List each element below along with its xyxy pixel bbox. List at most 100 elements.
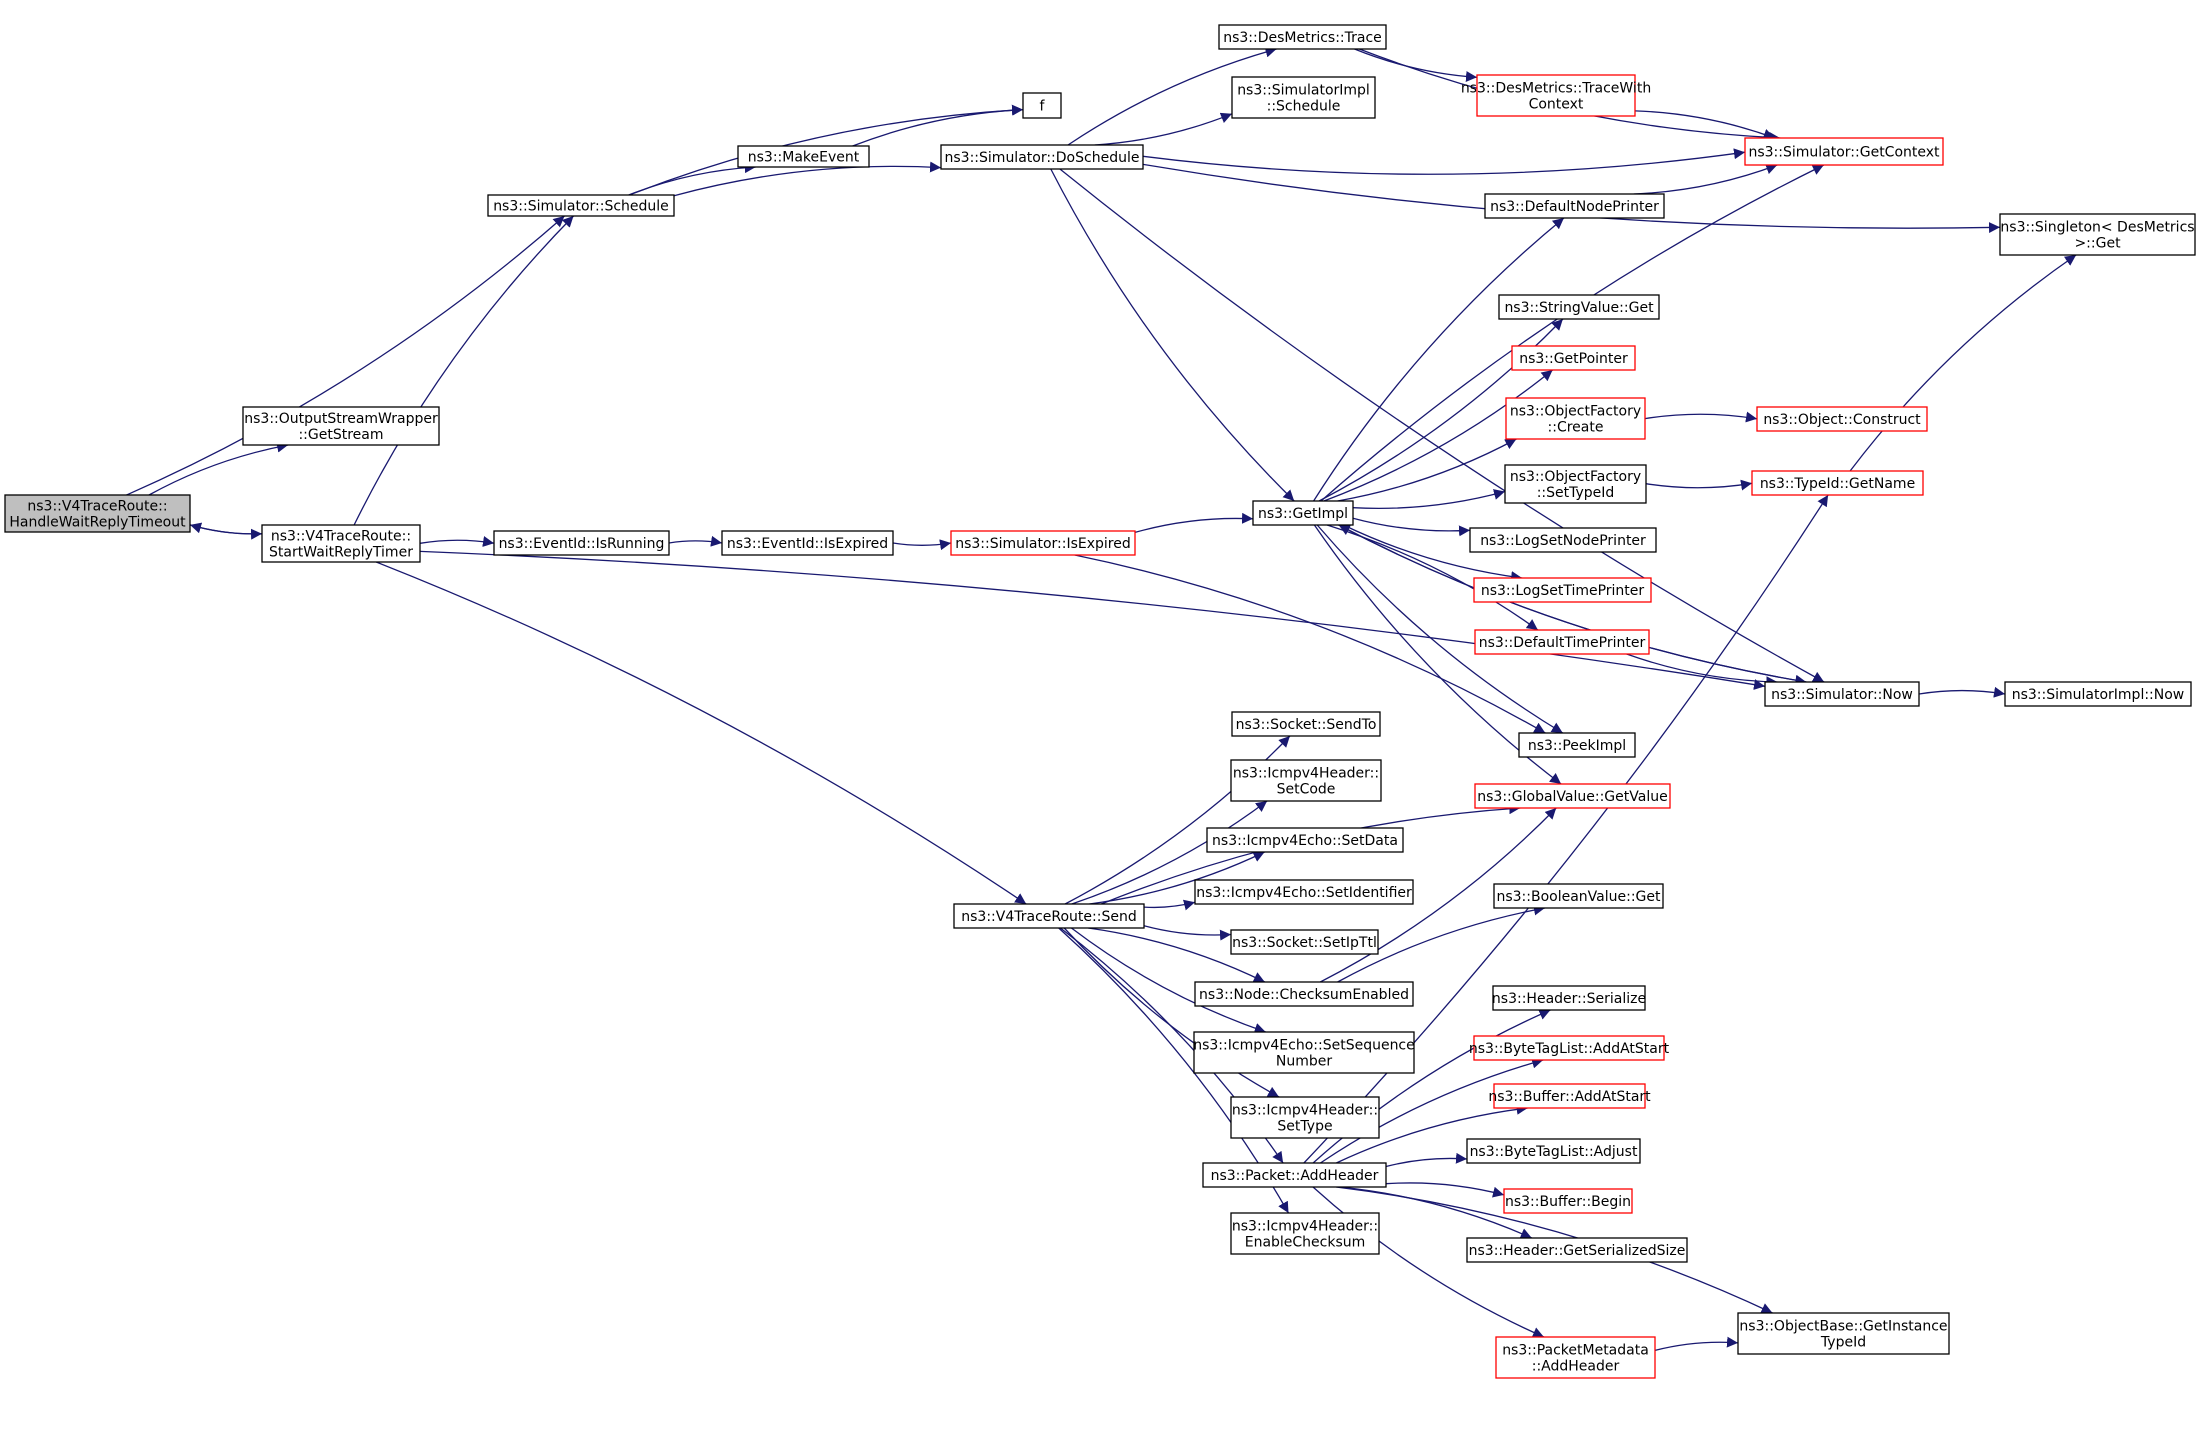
node-getpointer[interactable]: ns3::GetPointer [1511,345,1636,371]
node-headerserialize[interactable]: ns3::Header::Serialize [1492,985,1646,1011]
node-isexpired[interactable]: ns3::EventId::IsExpired [721,530,894,556]
edge-packetaddheader-to-bufferbegin [1385,1182,1505,1198]
edge-packetaddheader-to-getinstancetypeid [1336,1186,1773,1314]
node-f[interactable]: f [1022,92,1062,119]
node-packetaddheader[interactable]: ns3::Packet::AddHeader [1202,1162,1387,1188]
node-box [1473,1035,1665,1061]
node-label: ns3::Simulator::Now [1771,687,1913,703]
node-enablechecksum[interactable]: ns3::Icmpv4Header::EnableChecksum [1230,1212,1380,1255]
node-label: ns3::Singleton< DesMetrics [2000,220,2194,236]
node-settype[interactable]: ns3::Icmpv4Header::SetType [1230,1096,1380,1139]
node-label: ns3::Simulator::GetContext [1748,145,1940,161]
node-root[interactable]: ns3::V4TraceRoute::HandleWaitReplyTimeou… [4,494,191,533]
node-makeevent[interactable]: ns3::MakeEvent [737,145,870,168]
node-getstream[interactable]: ns3::OutputStreamWrapper::GetStream [242,406,440,446]
node-peekimpl[interactable]: ns3::PeekImpl [1518,732,1636,758]
node-stringvalueget[interactable]: ns3::StringValue::Get [1498,294,1660,320]
edge-packetaddheader-to-bytetaglistaddatstart [1320,1057,1544,1164]
node-box [950,530,1136,556]
node-send[interactable]: ns3::V4TraceRoute::Send [953,903,1145,929]
node-doschedule[interactable]: ns3::Simulator::DoSchedule [940,144,1144,170]
node-setidentifier[interactable]: ns3::Icmpv4Echo::SetIdentifier [1194,879,1414,905]
node-startwait[interactable]: ns3::V4TraceRoute::StartWaitReplyTimer [261,524,421,563]
node-label: ::AddHeader [1532,1359,1620,1375]
node-globalvaluegetvalue[interactable]: ns3::GlobalValue::GetValue [1474,783,1671,809]
node-typeidgetname[interactable]: ns3::TypeId::GetName [1751,470,1924,496]
node-checksumenabled[interactable]: ns3::Node::ChecksumEnabled [1194,981,1414,1007]
node-label: Number [1276,1054,1332,1070]
node-defaultnodeprinter[interactable]: ns3::DefaultNodePrinter [1484,193,1665,219]
node-label: ns3::TypeId::GetName [1760,476,1915,492]
node-box [1231,76,1376,119]
edge-send-to-checksumenabled [1088,927,1266,983]
node-booleanvalueget[interactable]: ns3::BooleanValue::Get [1493,883,1664,909]
node-label: ns3::Object::Construct [1763,412,1921,428]
node-label: ns3::BooleanValue::Get [1496,889,1661,905]
node-simimplnow[interactable]: ns3::SimulatorImpl::Now [2004,681,2192,707]
node-ofcreate[interactable]: ns3::ObjectFactory::Create [1505,397,1646,440]
node-bytetaglistadjust[interactable]: ns3::ByteTagList::Adjust [1466,1138,1641,1164]
edge-getimpl-to-defaulttimeprinter [1326,524,1539,631]
node-setdata[interactable]: ns3::Icmpv4Echo::SetData [1206,827,1404,853]
edge-packetaddheader-to-headergetserializedsize [1339,1186,1533,1239]
node-box [1476,74,1636,117]
node-label: ns3::Socket::SetIpTtl [1232,935,1377,951]
node-objconstruct[interactable]: ns3::Object::Construct [1756,406,1928,432]
edge-getimpl-to-logsetnodeprinter [1352,517,1471,537]
node-simimplschedule[interactable]: ns3::SimulatorImpl::Schedule [1231,76,1376,119]
edge-getimpl-to-logsettimeprinter [1343,524,1523,583]
node-singleton[interactable]: ns3::Singleton< DesMetrics >::Get [1999,213,2196,256]
node-simisexpired[interactable]: ns3::Simulator::IsExpired [950,530,1136,556]
edge-schedule-to-f [629,104,1024,196]
node-layer: ns3::V4TraceRoute::HandleWaitReplyTimeou… [4,24,2196,1379]
node-schedule[interactable]: ns3::Simulator::Schedule [487,194,675,217]
node-simnow[interactable]: ns3::Simulator::Now [1764,681,1920,707]
node-label: ns3::Icmpv4Echo::SetIdentifier [1196,885,1412,901]
node-logsettimeprinter[interactable]: ns3::LogSetTimePrinter [1473,577,1652,603]
node-logsetnodeprinter[interactable]: ns3::LogSetNodePrinter [1469,527,1657,553]
node-box [1473,577,1652,603]
node-getcontext[interactable]: ns3::Simulator::GetContext [1744,137,1944,166]
edge-getimpl-to-peekimpl [1316,524,1564,734]
node-defaulttimeprinter[interactable]: ns3::DefaultTimePrinter [1474,629,1650,655]
edge-simisexpired-to-getimpl [1134,512,1254,534]
node-label: ns3::V4TraceRoute::Send [961,909,1136,925]
edge-startwait-to-send [375,561,1027,905]
node-isrunning[interactable]: ns3::EventId::IsRunning [493,530,670,556]
node-box [1230,1212,1380,1255]
node-headergetserializedsize[interactable]: ns3::Header::GetSerializedSize [1466,1237,1688,1263]
node-box [1518,732,1636,758]
node-bufferbegin[interactable]: ns3::Buffer::Begin [1503,1188,1633,1214]
node-socketsendto[interactable]: ns3::Socket::SendTo [1231,711,1381,737]
edge-ofsettypeid-to-typeidgetname [1645,479,1753,491]
node-label: TypeId [1820,1335,1866,1351]
node-box [487,194,675,217]
node-packetmetadataaddheader[interactable]: ns3::PacketMetadata::AddHeader [1495,1336,1656,1379]
node-box [493,530,670,556]
edge-simisexpired-to-peekimpl [1074,554,1546,734]
edge-simnow-to-simimplnow [1918,686,2006,698]
node-label: ns3::Simulator::IsExpired [955,536,1131,552]
node-label: ns3::Header::Serialize [1492,991,1646,1007]
node-label: ns3::Icmpv4Echo::SetData [1212,833,1398,849]
node-box [1466,1237,1688,1263]
node-box [1492,985,1646,1011]
node-destrace[interactable]: ns3::DesMetrics::Trace [1218,24,1387,50]
edge-getimpl-to-ofcreate [1337,438,1517,502]
node-bufferaddatstart[interactable]: ns3::Buffer::AddAtStart [1488,1083,1651,1109]
node-setipttl[interactable]: ns3::Socket::SetIpTtl [1230,929,1379,955]
node-box [1751,470,1924,496]
node-label: StartWaitReplyTimer [269,545,413,561]
edge-root-to-getstream [148,441,289,496]
node-box [1231,711,1381,737]
node-setcode[interactable]: ns3::Icmpv4Header::SetCode [1230,759,1382,802]
node-box [1230,759,1382,802]
node-getimpl[interactable]: ns3::GetImpl [1252,500,1354,526]
node-ofsettypeid[interactable]: ns3::ObjectFactory::SetTypeId [1504,464,1647,504]
node-bytetaglistaddatstart[interactable]: ns3::ByteTagList::AddAtStart [1469,1035,1670,1061]
node-box [1252,500,1354,526]
